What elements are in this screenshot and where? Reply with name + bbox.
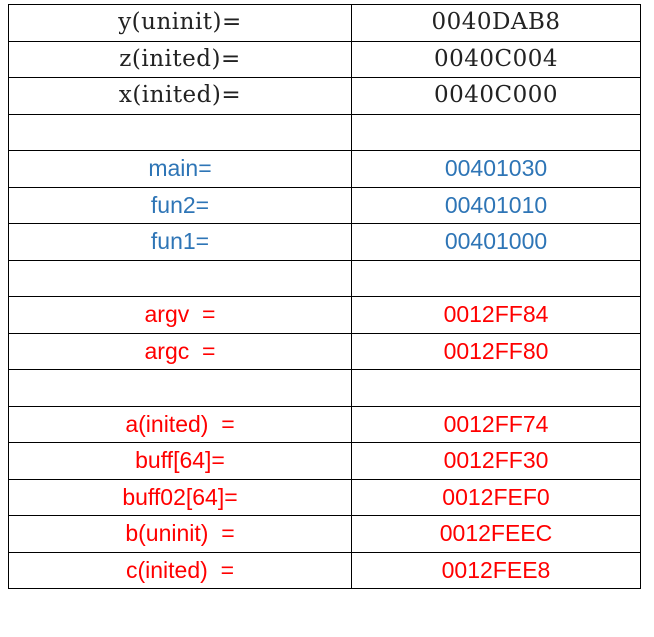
table-row: y(uninit)= 0040DAB8 bbox=[8, 4, 641, 42]
table-row: x(inited)= 0040C000 bbox=[8, 77, 641, 115]
table-row: b(uninit) = 0012FEEC bbox=[8, 515, 641, 553]
stack-label: a(inited) = bbox=[8, 405, 352, 443]
stack-address: 0012FF30 bbox=[351, 442, 641, 480]
table-row: buff[64]= 0012FF30 bbox=[8, 442, 641, 480]
empty-cell bbox=[8, 259, 352, 297]
function-address: 00401030 bbox=[351, 150, 641, 188]
variable-label: z(inited)= bbox=[8, 40, 352, 78]
stack-label: buff02[64]= bbox=[8, 478, 352, 516]
stack-label: argc = bbox=[8, 332, 352, 370]
table-row: c(inited) = 0012FEE8 bbox=[8, 551, 641, 589]
variable-label: y(uninit)= bbox=[8, 4, 352, 42]
table-row: fun1= 00401000 bbox=[8, 223, 641, 261]
memory-address-table: y(uninit)= 0040DAB8 z(inited)= 0040C004 … bbox=[8, 4, 641, 589]
table-row: argv = 0012FF84 bbox=[8, 296, 641, 334]
address-value: 0040C004 bbox=[351, 40, 641, 78]
function-address: 00401000 bbox=[351, 223, 641, 261]
stack-label: buff[64]= bbox=[8, 442, 352, 480]
empty-cell bbox=[351, 113, 641, 151]
function-label: fun2= bbox=[8, 186, 352, 224]
address-value: 0040C000 bbox=[351, 77, 641, 115]
table-row: buff02[64]= 0012FEF0 bbox=[8, 478, 641, 516]
stack-label: b(uninit) = bbox=[8, 515, 352, 553]
stack-label: c(inited) = bbox=[8, 551, 352, 589]
function-address: 00401010 bbox=[351, 186, 641, 224]
stack-address: 0012FF74 bbox=[351, 405, 641, 443]
stack-address: 0012FEF0 bbox=[351, 478, 641, 516]
separator-row bbox=[8, 259, 641, 297]
address-table-container: y(uninit)= 0040DAB8 z(inited)= 0040C004 … bbox=[8, 4, 641, 589]
table-row: main= 00401030 bbox=[8, 150, 641, 188]
table-row: z(inited)= 0040C004 bbox=[8, 40, 641, 78]
table-row: argc = 0012FF80 bbox=[8, 332, 641, 370]
stack-address: 0012FEEC bbox=[351, 515, 641, 553]
function-label: fun1= bbox=[8, 223, 352, 261]
separator-row bbox=[8, 369, 641, 407]
stack-address: 0012FEE8 bbox=[351, 551, 641, 589]
address-value: 0040DAB8 bbox=[351, 4, 641, 42]
function-label: main= bbox=[8, 150, 352, 188]
empty-cell bbox=[8, 113, 352, 151]
stack-label: argv = bbox=[8, 296, 352, 334]
table-row: fun2= 00401010 bbox=[8, 186, 641, 224]
separator-row bbox=[8, 113, 641, 151]
empty-cell bbox=[8, 369, 352, 407]
empty-cell bbox=[351, 259, 641, 297]
stack-address: 0012FF80 bbox=[351, 332, 641, 370]
stack-address: 0012FF84 bbox=[351, 296, 641, 334]
table-row: a(inited) = 0012FF74 bbox=[8, 405, 641, 443]
empty-cell bbox=[351, 369, 641, 407]
variable-label: x(inited)= bbox=[8, 77, 352, 115]
